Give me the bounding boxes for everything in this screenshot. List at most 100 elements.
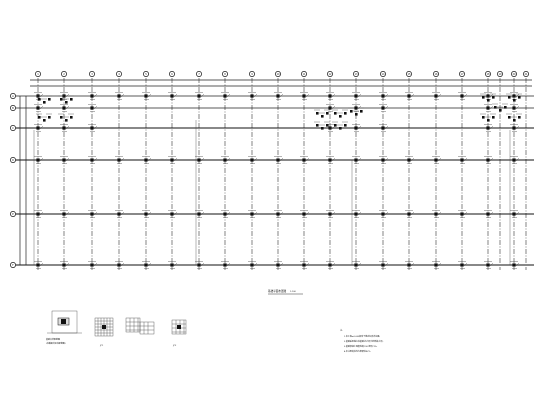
grid-label-x: 16 (434, 73, 438, 76)
column-marker (379, 156, 389, 164)
column-marker (300, 92, 310, 100)
grid-label-y: D (12, 159, 14, 162)
column-marker (405, 261, 415, 269)
annotation-cluster (36, 95, 52, 104)
annotation-cluster (492, 103, 508, 112)
column-marker (168, 156, 178, 164)
grid-bubble-x: 8 (222, 71, 228, 77)
column-marker (484, 210, 494, 218)
annotation-cluster (506, 93, 522, 102)
column-marker (458, 92, 468, 100)
annotation-cluster (314, 109, 330, 118)
column-marker (432, 261, 442, 269)
grid-label-x: 3 (91, 73, 93, 76)
column-marker (88, 210, 98, 218)
beams (14, 95, 534, 266)
column-marker (510, 156, 520, 164)
column-marker (142, 210, 152, 218)
grid-label-x: 14 (381, 73, 385, 76)
grid-label-x: 7 (198, 73, 200, 76)
column-marker (34, 261, 44, 269)
column-marker (195, 92, 205, 100)
grid-label-x: 20 (512, 73, 516, 76)
column-marker (379, 92, 389, 100)
column-marker (88, 261, 98, 269)
grid-label-x: 13 (354, 73, 358, 76)
column-marker (142, 156, 152, 164)
plan-scale: 1:100 (290, 291, 296, 293)
column-marker (88, 92, 98, 100)
column-markers (33, 92, 520, 269)
top-dimension-lines (30, 79, 532, 87)
grid-label-x: 2 (63, 73, 65, 76)
detail-3-title: JC2 (172, 345, 177, 347)
grid-bubble-x: 9 (249, 71, 255, 77)
annotation-clusters (36, 93, 522, 130)
column-marker (88, 156, 98, 164)
grid-bubble-x: 21 (523, 71, 529, 77)
note-line-2: 2.基础采用独立柱基础,持力层为粉质粘土层。 (344, 339, 385, 343)
column-marker (326, 210, 336, 218)
column-marker (34, 156, 44, 164)
annotation-cluster (314, 121, 330, 130)
detail-2-title: JC1 (99, 345, 104, 347)
column-marker (352, 92, 362, 100)
column-marker (484, 124, 494, 132)
column-marker (248, 210, 258, 218)
column-marker (379, 104, 389, 112)
column-marker (326, 104, 336, 112)
column-marker (168, 261, 178, 269)
column-marker (379, 261, 389, 269)
grid-label-x: 21 (524, 73, 528, 76)
column-marker (274, 92, 284, 100)
grid-bubble-x: 5 (143, 71, 149, 77)
column-marker (248, 92, 258, 100)
grid-label-x: 4 (118, 73, 120, 76)
column-marker (510, 210, 520, 218)
detail-footing-section: 基础大样配筋图 (柱截面详见柱配筋图) (46, 310, 82, 345)
grid-bubble-x: 4 (116, 71, 122, 77)
column-marker (458, 156, 468, 164)
note-line-4: 4.未注明的柱均为框架柱KZ1。 (344, 349, 372, 353)
grid-bubble-x: 16 (433, 71, 439, 77)
note-line-1: 1.本工程±0.000相当于绝对标高详总图。 (344, 334, 381, 338)
column-marker (142, 261, 152, 269)
grid-label-x: 19 (498, 73, 502, 76)
grid-bubble-y: E (10, 211, 16, 217)
column-marker (115, 156, 125, 164)
column-marker (379, 210, 389, 218)
column-marker (326, 261, 336, 269)
plan-title-group: 基础平面布置图 1:100 (268, 289, 303, 295)
annotation-cluster (58, 113, 74, 122)
grid-label-x: 18 (486, 73, 490, 76)
column-marker (352, 156, 362, 164)
annotation-cluster (332, 121, 348, 130)
grid-bubble-x: 14 (380, 71, 386, 77)
column-marker (34, 104, 44, 112)
column-marker (60, 124, 70, 132)
annotation-cluster (480, 113, 496, 122)
grid-label-x: 8 (224, 73, 226, 76)
grid-label-y: F (12, 264, 14, 267)
column-marker (484, 156, 494, 164)
grid-lines (37, 78, 527, 270)
column-marker (484, 261, 494, 269)
column-marker (432, 210, 442, 218)
column-marker (326, 92, 336, 100)
notes-heading: 注: (340, 328, 343, 332)
column-marker (88, 104, 98, 112)
detail-jc2: JC2 (171, 319, 187, 347)
column-marker (221, 92, 231, 100)
annotation-cluster (332, 109, 348, 118)
column-marker (274, 210, 284, 218)
column-marker (221, 156, 231, 164)
grid-bubble-x: 17 (459, 71, 465, 77)
grid-bubble-x: 1 (35, 71, 41, 77)
annotation-cluster (58, 95, 74, 104)
grid-bubble-x: 10 (275, 71, 281, 77)
column-marker (115, 261, 125, 269)
column-marker (510, 124, 520, 132)
plan-title: 基础平面布置图 (268, 289, 287, 293)
column-marker (115, 92, 125, 100)
